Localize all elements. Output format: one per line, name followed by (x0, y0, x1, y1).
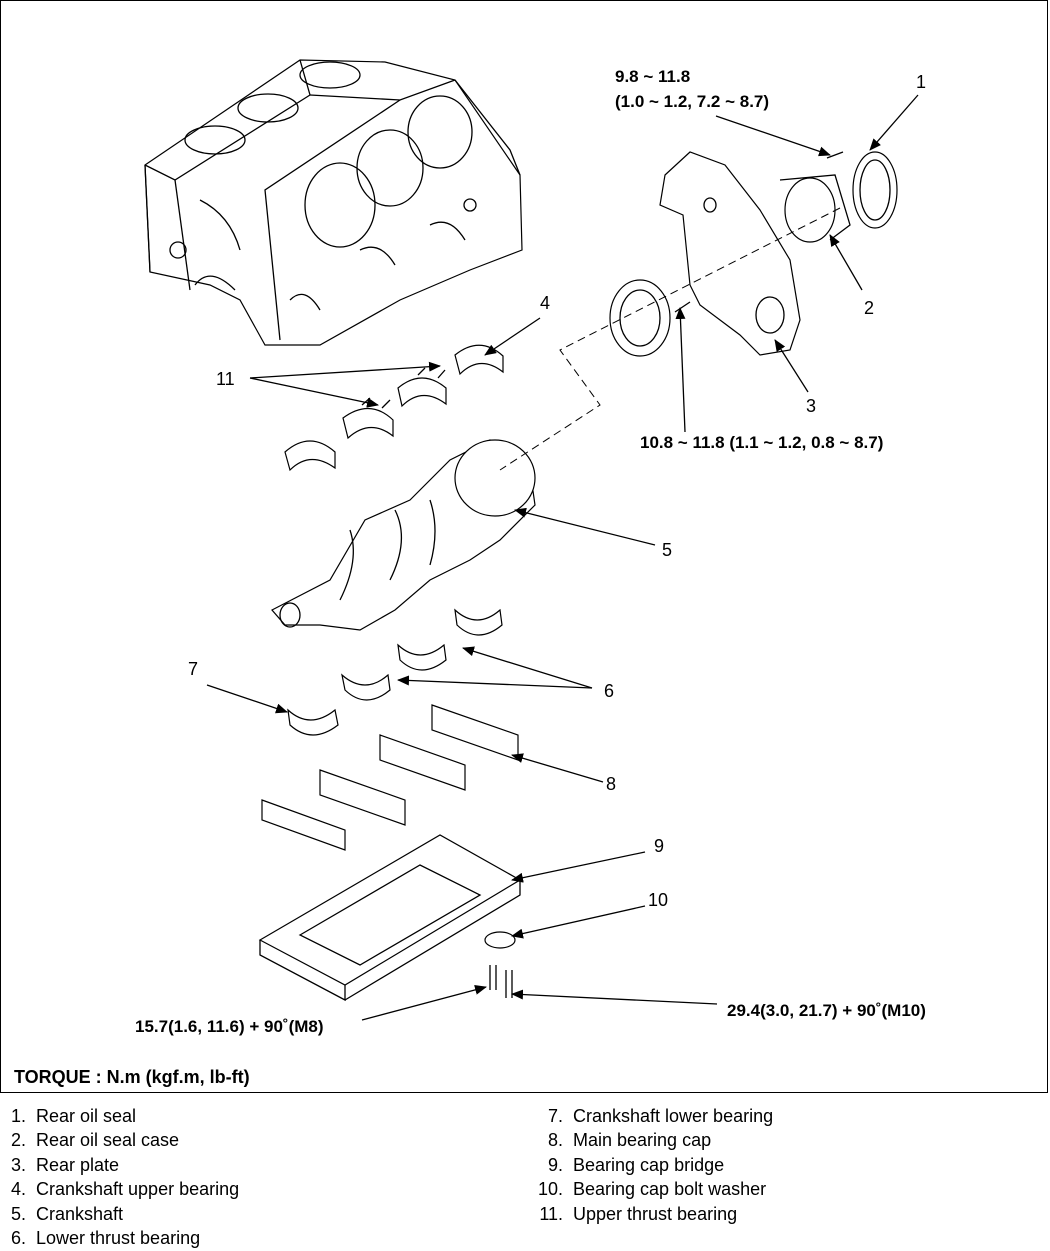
part-number: 3. (10, 1154, 26, 1175)
part-name: Crankshaft lower bearing (573, 1106, 774, 1126)
part-name: Crankshaft (36, 1203, 124, 1224)
callout-10: 10 (648, 890, 668, 910)
parts-list-left-column: 1. Rear oil seal 2. Rear oil seal case 3. R… (6, 1104, 239, 1250)
part-name: Rear oil seal (36, 1106, 137, 1126)
part-number: 5. (10, 1203, 26, 1224)
bearing-cap-bridge-drawing (258, 834, 522, 1002)
part-name: Main bearing cap (573, 1130, 712, 1151)
engine-block-drawing (144, 59, 523, 346)
crankshaft-drawing (271, 439, 536, 631)
parts-list: 1. Rear oil seal 2. Rear oil seal case 3. R… (0, 1104, 1050, 1251)
torque-rear-oil-seal-case-line1: 9.8 ~ 11.8 (615, 67, 690, 86)
callout-9: 9 (654, 836, 664, 856)
part-name: Rear plate (36, 1154, 120, 1175)
torque-m8-bolt: 15.7(1.6, 11.6) + 90˚(M8) (135, 1017, 324, 1036)
part-name: Upper thrust bearing (573, 1203, 738, 1224)
parts-list-item: 7. Crankshaft lower bearing (533, 1104, 773, 1128)
main-bearing-caps-drawing (261, 704, 519, 851)
torque-m10-bolt: 29.4(3.0, 21.7) + 90˚(M10) (727, 1001, 926, 1020)
callout-5: 5 (662, 540, 672, 560)
callout-4: 4 (540, 293, 550, 313)
part-name: Crankshaft upper bearing (36, 1179, 240, 1200)
parts-list-right-column: 7. Crankshaft lower bearing 8. Main bearin… (533, 1104, 773, 1226)
torque-rear-oil-seal-case-line2: (1.0 ~ 1.2, 7.2 ~ 8.7) (615, 92, 769, 111)
part-number: 8. (547, 1130, 563, 1151)
parts-list-item: 6. Lower thrust bearing (6, 1226, 239, 1250)
lower-bearings-drawing (287, 608, 503, 736)
part-name: Bearing cap bolt washer (573, 1179, 767, 1200)
callout-6: 6 (604, 681, 614, 701)
callout-1: 1 (916, 72, 926, 92)
leader-lines (206, 94, 919, 1021)
part-number: 6. (10, 1227, 26, 1248)
callout-2: 2 (864, 298, 874, 318)
parts-list-item: 8. Main bearing cap (533, 1128, 773, 1152)
parts-list-item: 3. Rear plate (6, 1153, 239, 1177)
alignment-line (499, 207, 841, 471)
part-number: 1. (10, 1106, 26, 1126)
parts-list-item: 9. Bearing cap bridge (533, 1153, 773, 1177)
callout-3: 3 (806, 396, 816, 416)
part-name: Rear oil seal case (36, 1130, 180, 1151)
upper-bearings-drawing (284, 344, 504, 472)
parts-list-item: 5. Crankshaft (6, 1202, 239, 1226)
callout-8: 8 (606, 774, 616, 794)
part-name: Bearing cap bridge (573, 1154, 725, 1175)
parts-list-item: 1. Rear oil seal (6, 1104, 239, 1128)
part-number: 2. (10, 1130, 26, 1151)
callout-11: 11 (216, 369, 235, 389)
rear-plate-drawing (609, 151, 898, 357)
parts-list-item: 4. Crankshaft upper bearing (6, 1177, 239, 1201)
exploded-view-diagram: 1 2 3 4 5 6 7 8 9 10 11 9.8 ~ 11.8 (1.0 … (135, 59, 926, 1036)
diagram-frame (0, 0, 1048, 1093)
torque-rear-plate: 10.8 ~ 11.8 (1.1 ~ 1.2, 0.8 ~ 8.7) (640, 433, 883, 452)
part-number: 11. (539, 1203, 563, 1224)
part-number: 9. (547, 1154, 563, 1175)
washer-and-bolts-drawing (484, 931, 516, 998)
parts-list-item: 2. Rear oil seal case (6, 1128, 239, 1152)
callout-7: 7 (188, 659, 198, 679)
part-number: 7. (547, 1106, 563, 1126)
part-number: 10. (537, 1179, 563, 1200)
parts-list-item: 10. Bearing cap bolt washer (533, 1177, 773, 1201)
part-number: 4. (10, 1179, 26, 1200)
part-name: Lower thrust bearing (36, 1227, 201, 1248)
torque-legend: TORQUE : N.m (kgf.m, lb-ft) (14, 1067, 250, 1087)
parts-list-item: 11. Upper thrust bearing (533, 1202, 773, 1226)
